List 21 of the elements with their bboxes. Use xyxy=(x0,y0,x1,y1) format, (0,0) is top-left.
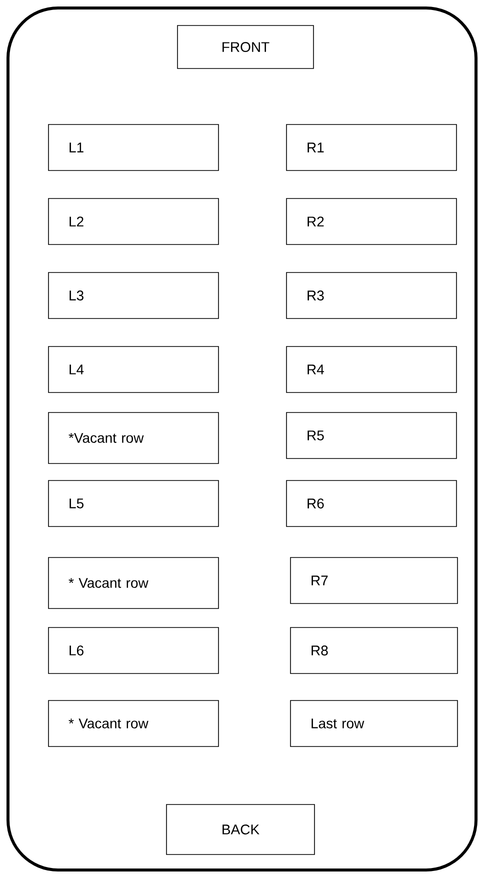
seat-box: R3 xyxy=(286,272,457,319)
seat-box: * Vacant row xyxy=(48,700,219,747)
seat-box: * Vacant row xyxy=(48,557,219,609)
seat-box: L3 xyxy=(48,272,219,319)
seat-box: L2 xyxy=(48,198,219,245)
label-box: BACK xyxy=(166,804,315,855)
seat-box: R2 xyxy=(286,198,457,245)
seat-box: L1 xyxy=(48,124,219,171)
seat-box: R4 xyxy=(286,346,457,393)
vehicle-outline xyxy=(6,6,478,872)
seat-box: L4 xyxy=(48,346,219,393)
seat-box: R1 xyxy=(286,124,457,171)
seat-box: L5 xyxy=(48,480,219,527)
seat-box: R8 xyxy=(290,627,458,674)
seat-box: *Vacant row xyxy=(48,412,219,464)
seat-box: R6 xyxy=(286,480,457,527)
seat-box: L6 xyxy=(48,627,219,674)
seat-box: R7 xyxy=(290,557,458,604)
seat-box: R5 xyxy=(286,412,457,459)
label-box: FRONT xyxy=(177,25,314,69)
seat-box: Last row xyxy=(290,700,458,747)
